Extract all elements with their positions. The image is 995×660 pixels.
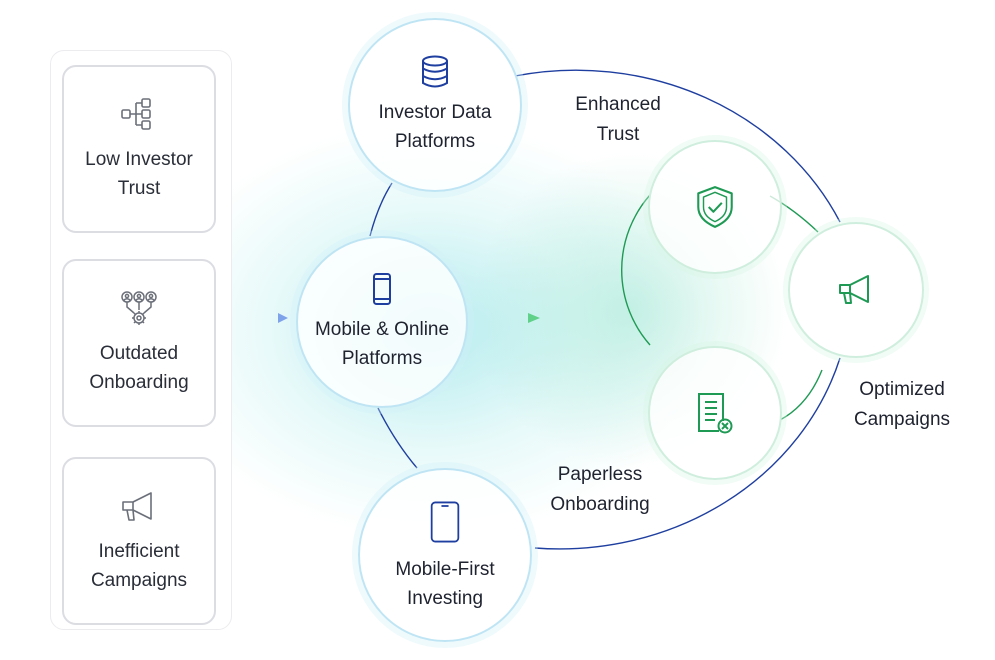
document-x-icon [698,393,733,434]
platform-label: Mobile-First Investing [395,559,495,609]
problem-card-outdated-onboarding: Outdated Onboarding [62,259,216,427]
problem-label: Inefficient Campaigns [90,541,188,591]
smartphone-icon [430,501,460,543]
blue-orbit-arc [377,407,418,469]
megaphone-icon [839,275,869,304]
platform-mobile-first: Mobile-First Investing [358,468,532,642]
platform-label: Mobile & Online Platforms [314,319,450,369]
problem-card-inefficient-campaigns: Inefficient Campaigns [62,457,216,625]
platform-investor-data: Investor Data Platforms [348,18,522,192]
database-icon [422,55,448,88]
platform-mobile-online: Mobile & Online Platforms [296,236,468,408]
problem-label: Outdated Onboarding [89,343,189,393]
outcome-trust-circle [648,140,782,274]
arrow-to-outcomes [468,313,540,323]
hierarchy-icon [121,98,151,130]
outcome-paperless-circle [648,346,782,480]
shield-check-icon [697,186,733,228]
outcome-label-enhanced-trust: Enhanced Trust [575,94,661,145]
phone-icon [373,273,391,305]
outcome-label-optimized: Optimized Campaigns [853,379,951,430]
outcome-optimized-circle [788,222,924,358]
problem-card-low-investor-trust: Low Investor Trust [62,65,216,233]
green-orbit-arc [779,369,823,421]
outcome-label-paperless: Paperless Onboarding [550,464,650,515]
platform-label: Investor Data Platforms [378,102,492,152]
problem-label: Low Investor Trust [85,149,193,199]
green-orbit-arc [621,194,651,346]
megaphone-icon [122,492,152,521]
people-gear-icon [121,291,157,325]
arrow-to-mobile [232,313,288,323]
blue-orbit-arc [514,69,841,223]
blue-orbit-arc [369,182,393,237]
blue-orbit-arc [534,357,841,550]
